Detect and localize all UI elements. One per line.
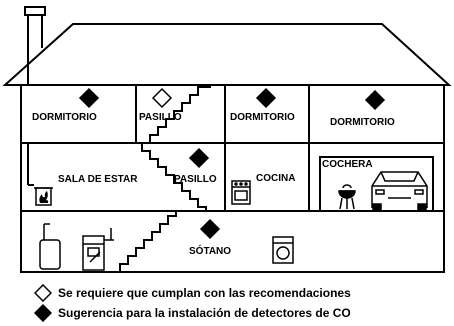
chimney: [24, 6, 46, 85]
legend-recommended: Se requiere que cumplan con las recomend…: [34, 284, 351, 302]
water-heater-icon: [39, 223, 61, 270]
detector-marker-pasillo-lower: [188, 147, 210, 169]
detector-marker-dormitorio-2: [255, 87, 277, 109]
room-label-dormitorio-2: DORMITORIO: [230, 112, 295, 123]
washer-icon: [272, 236, 294, 264]
legend-recommended-text: Se requiere que cumplan con las recomend…: [58, 286, 351, 300]
detector-marker-dormitorio-3: [364, 89, 386, 111]
legend-required-text: Sugerencia para la instalación de detect…: [58, 306, 351, 320]
room-label-cocina: COCINA: [256, 173, 296, 184]
hollow-diamond-icon: [34, 284, 52, 302]
stairs-upper: [149, 85, 211, 143]
legend-required: Sugerencia para la instalación de detect…: [34, 304, 351, 322]
room-label-cochera: COCHERA: [322, 159, 373, 170]
fireplace-icon: [34, 187, 53, 206]
car-icon: [371, 171, 428, 211]
room-label-pasillo-lower: PASILLO: [174, 174, 217, 185]
room-label-dormitorio-1: DORMITORIO: [32, 112, 97, 123]
room-label-sotano: SÓTANO: [189, 246, 232, 257]
house-outline: [20, 84, 445, 273]
detector-markers: [78, 87, 386, 240]
filled-diamond-icon: [34, 304, 52, 322]
stairs-middle: [141, 143, 207, 211]
room-label-sala-de-estar: SALA DE ESTAR: [58, 174, 138, 185]
detector-marker-sotano: [199, 218, 221, 240]
roof: [2, 23, 452, 86]
furnace-icon: [82, 228, 114, 271]
garage-door: [319, 156, 434, 212]
room-label-dormitorio-3: DORMITORIO: [330, 117, 395, 128]
detector-marker-dormitorio-1: [78, 87, 100, 109]
stove-icon: [231, 180, 251, 205]
grill-icon: [338, 184, 356, 210]
stairs-lower: [119, 211, 177, 272]
detector-marker-pasillo-upper: [151, 87, 173, 109]
room-label-pasillo-upper: PASILLO: [139, 112, 182, 123]
